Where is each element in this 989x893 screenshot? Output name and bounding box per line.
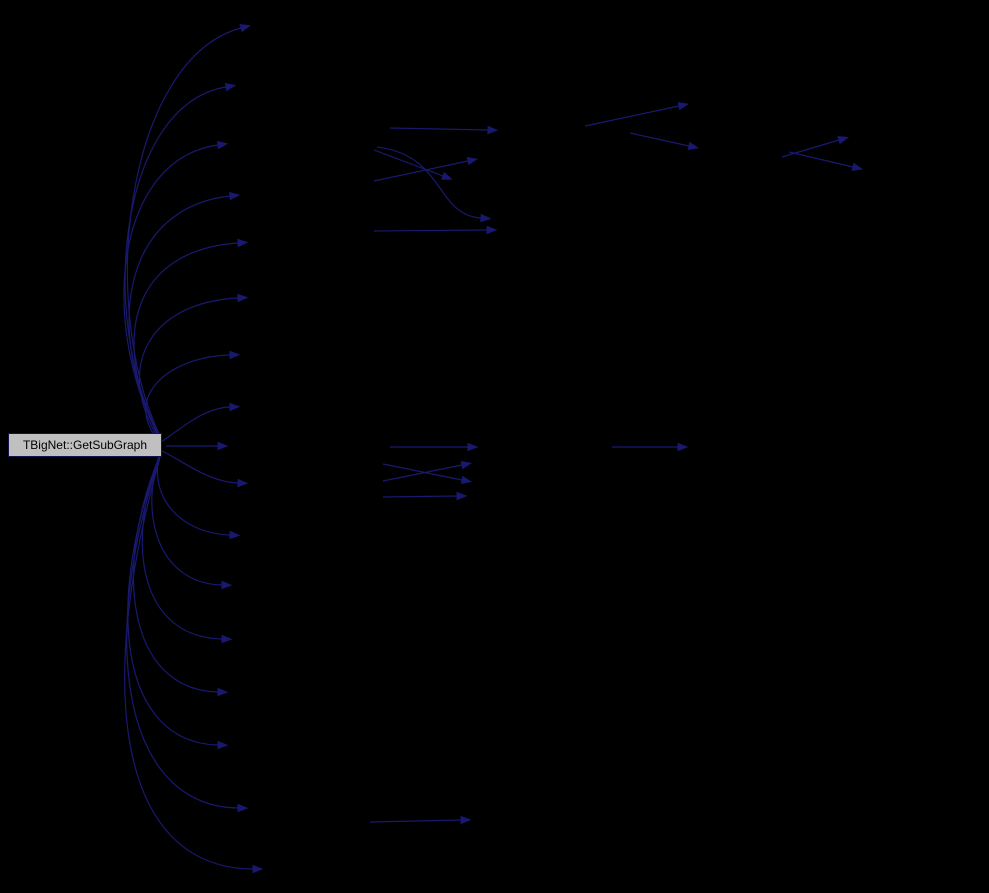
arrowhead-icon	[487, 125, 499, 135]
call-graph-edge	[629, 132, 690, 147]
call-graph-edge	[132, 454, 219, 693]
arrowhead-icon	[216, 140, 229, 150]
edge-layer	[123, 24, 864, 874]
root-node: TBigNet::GetSubGraph	[8, 433, 162, 457]
arrowhead-icon	[252, 864, 264, 874]
arrowhead-icon	[237, 803, 249, 813]
arrowhead-icon	[237, 238, 249, 248]
call-graph-edge	[138, 297, 239, 442]
call-graph-edge	[382, 463, 463, 481]
call-graph-edge	[124, 457, 254, 870]
call-graph-edge	[159, 406, 231, 444]
call-graph-edge	[373, 149, 444, 177]
call-graph-edge	[156, 451, 231, 536]
call-graph-edge	[126, 456, 239, 809]
call-graph-edge	[376, 146, 482, 219]
arrowhead-icon	[456, 491, 468, 501]
arrowhead-icon	[480, 213, 492, 223]
arrowhead-icon	[229, 530, 241, 540]
arrowhead-icon	[221, 580, 233, 590]
arrowhead-icon	[851, 162, 864, 172]
call-graph-edge	[788, 151, 854, 168]
arrowhead-icon	[486, 225, 498, 235]
arrowhead-icon	[460, 475, 473, 485]
arrowhead-icon	[229, 350, 241, 360]
arrowhead-icon	[677, 442, 689, 452]
call-graph-edge	[389, 127, 489, 131]
arrowhead-icon	[229, 191, 241, 201]
arrowhead-icon	[217, 687, 229, 697]
arrowhead-icon	[687, 141, 700, 151]
arrowhead-icon	[677, 101, 690, 111]
call-graph-edge	[133, 242, 239, 441]
arrowhead-icon	[239, 24, 252, 33]
call-graph-edge	[584, 105, 680, 127]
arrowhead-icon	[224, 82, 237, 92]
arrowhead-icon	[837, 136, 849, 145]
arrowhead-icon	[460, 460, 473, 470]
call-graph-edge	[373, 160, 469, 182]
call-graph-edge	[159, 449, 239, 484]
arrowhead-icon	[467, 442, 479, 452]
call-graph-edge	[127, 455, 219, 746]
arrowhead-icon	[217, 740, 229, 750]
arrowhead-icon	[466, 156, 479, 166]
call-graph-edge	[382, 464, 463, 482]
arrowhead-icon	[441, 171, 453, 180]
call-graph-edge	[382, 495, 458, 498]
call-graph-edge	[373, 229, 488, 232]
arrowhead-icon	[229, 402, 241, 412]
call-graph-edge	[145, 354, 231, 443]
arrowhead-icon	[217, 441, 229, 451]
arrowhead-icon	[221, 634, 233, 644]
call-graph-edge	[369, 819, 462, 823]
call-graph-edge	[151, 452, 223, 586]
call-graph-edge	[781, 139, 840, 158]
call-graph-edge	[126, 27, 242, 437]
call-graph-edge	[123, 144, 219, 439]
root-node-label: TBigNet::GetSubGraph	[22, 438, 148, 452]
call-graph-edge	[141, 453, 223, 640]
arrowhead-icon	[460, 815, 472, 825]
arrowhead-icon	[237, 293, 249, 303]
arrowhead-icon	[237, 478, 249, 488]
